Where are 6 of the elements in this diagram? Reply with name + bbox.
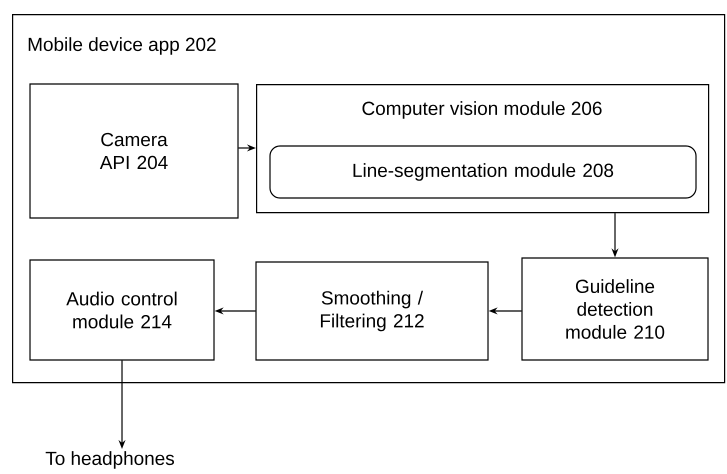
module-box: Camera API 204 — [29, 83, 239, 219]
module-box: Smoothing / Filtering 212 — [255, 261, 489, 361]
output-label: To headphones — [46, 451, 174, 469]
module-box: Guideline detection module 210 — [521, 257, 709, 361]
module-box: Audio control module 214 — [29, 259, 215, 361]
module-box: Line-segmentation module 208 — [269, 145, 697, 199]
